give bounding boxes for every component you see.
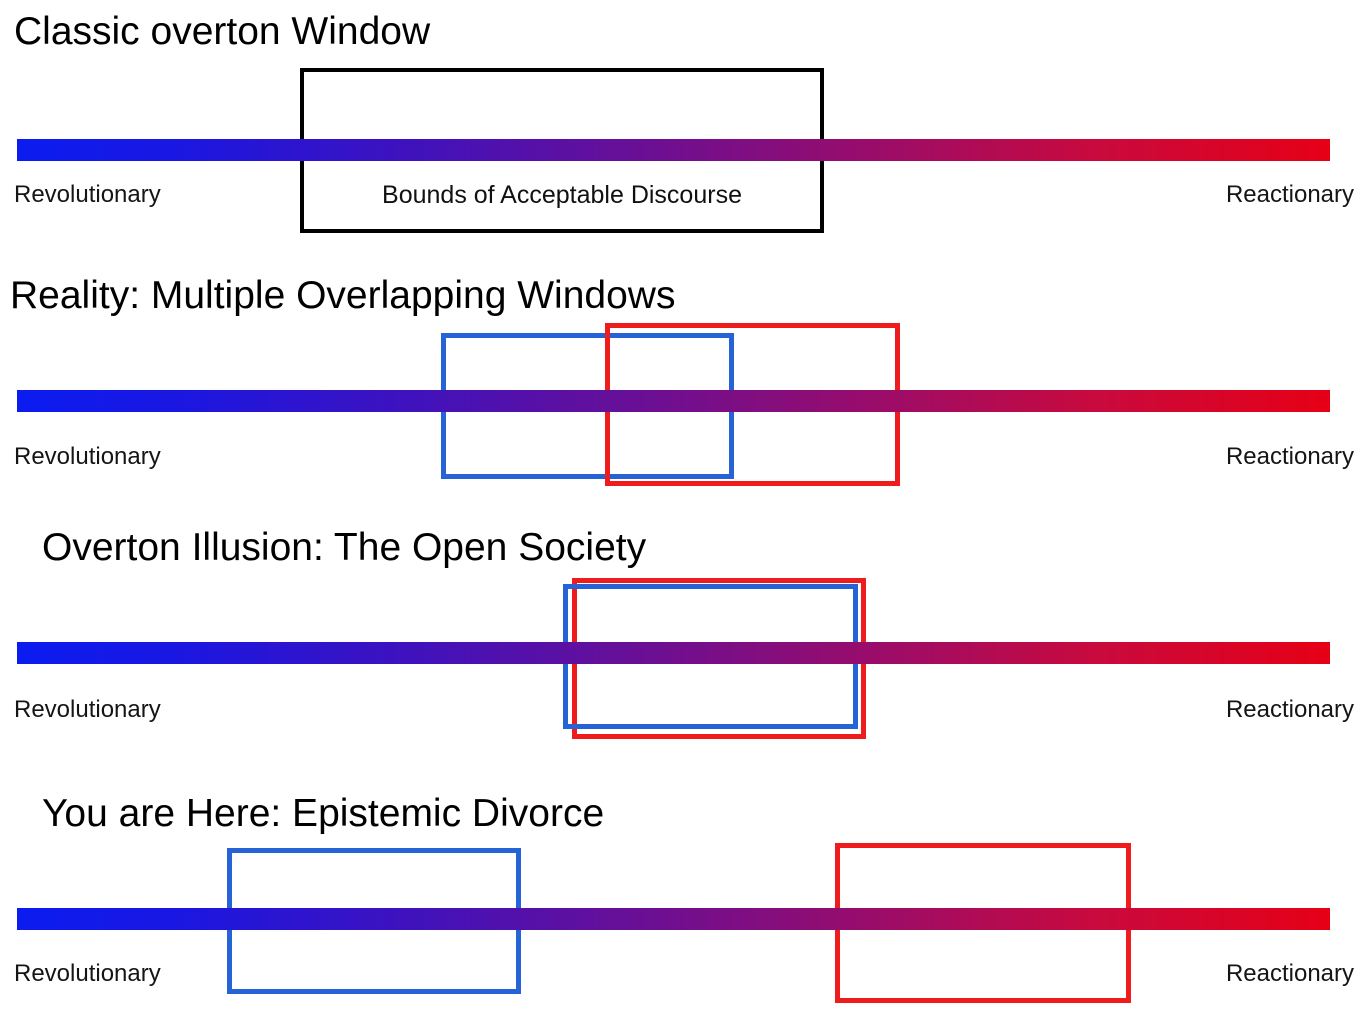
- section-title: Reality: Multiple Overlapping Windows: [10, 274, 676, 317]
- political-spectrum-bar: [17, 139, 1330, 161]
- section-title: Overton Illusion: The Open Society: [42, 526, 647, 569]
- section-classic-overton-window: Classic overton Window Revolutionary Bou…: [0, 0, 1358, 250]
- axis-label-left: Revolutionary: [14, 960, 161, 987]
- section-you-are-here-epistemic-divorce: You are Here: Epistemic Divorce Revoluti…: [0, 778, 1358, 1012]
- axis-label-right: Reactionary: [1225, 696, 1354, 723]
- political-spectrum-bar: [17, 642, 1330, 664]
- axis-label-left: Revolutionary: [14, 696, 161, 723]
- section-reality-multiple-overlapping-windows: Reality: Multiple Overlapping Windows Re…: [0, 260, 1358, 510]
- axis-label-right: Reactionary: [1225, 181, 1354, 208]
- axis-label-left: Revolutionary: [14, 443, 161, 470]
- bounds-of-acceptable-discourse-caption: Bounds of Acceptable Discourse: [382, 181, 742, 209]
- political-spectrum-bar: [17, 390, 1330, 412]
- axis-label-right: Reactionary: [1225, 443, 1354, 470]
- axis-label-right: Reactionary: [1225, 960, 1354, 987]
- section-title: Classic overton Window: [14, 10, 431, 53]
- section-overton-illusion-the-open-society: Overton Illusion: The Open Society Revol…: [0, 512, 1358, 762]
- axis-label-left: Revolutionary: [14, 181, 161, 208]
- section-title: You are Here: Epistemic Divorce: [42, 792, 605, 835]
- political-spectrum-bar: [17, 908, 1330, 930]
